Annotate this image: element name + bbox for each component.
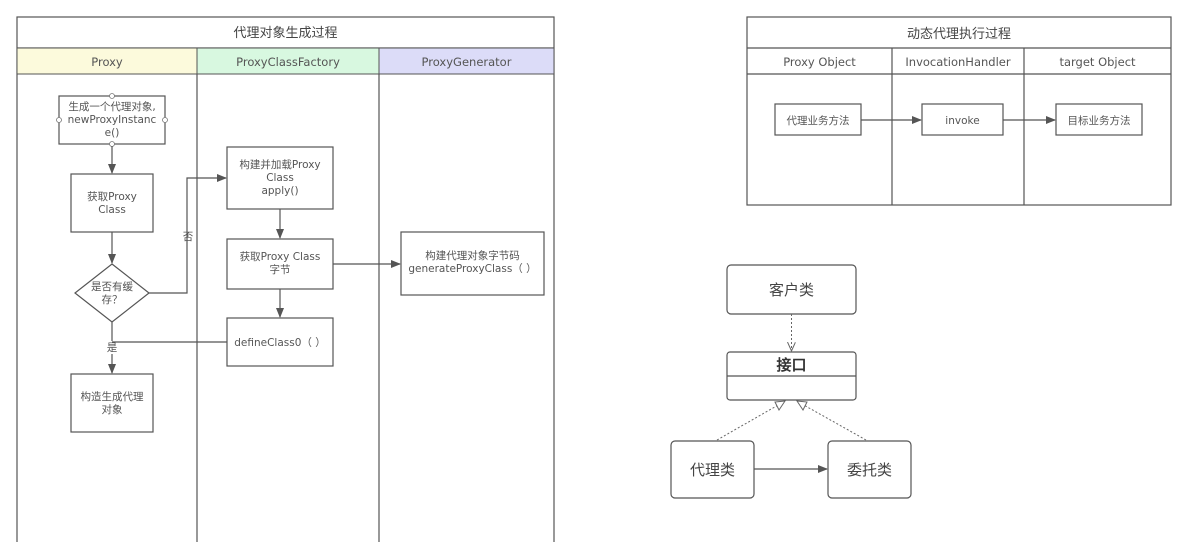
node-invoke-label: invoke — [945, 115, 979, 127]
node-gen-bytes-line1: 构建代理对象字节码 — [425, 249, 520, 262]
edge-decision-no — [149, 174, 227, 294]
node-build-load-line3: apply() — [261, 185, 298, 197]
node-build-proxy-line1: 构造生成代理 — [81, 390, 144, 403]
node-has-cache-decision — [74, 263, 150, 323]
node-new-proxy-line1: 生成一个代理对象, — [68, 100, 155, 113]
node-build-load-line2: Class — [266, 172, 294, 184]
left-frame — [16, 16, 555, 542]
node-get-proxy-class — [70, 173, 154, 233]
lane-label-proxyclassfactory: ProxyClassFactory — [236, 55, 340, 69]
right-title: 动态代理执行过程 — [907, 27, 1011, 42]
node-target-business-method — [1055, 103, 1143, 136]
column-invocation-handler: InvocationHandler — [905, 55, 1010, 69]
node-interface-label: 接口 — [776, 356, 806, 374]
node-get-class-bytes — [226, 238, 334, 290]
lane-header-proxy — [16, 47, 198, 75]
node-build-load-proxy-class — [226, 146, 334, 210]
edge-label-no: 否 — [183, 231, 194, 243]
node-get-bytes-line1: 获取Proxy Class — [240, 251, 321, 263]
edge-label-yes: 是 — [107, 342, 118, 354]
node-gen-bytes-line2: generateProxyClass（ ） — [408, 263, 536, 275]
node-has-cache-line1: 是否有缓 — [91, 280, 133, 293]
node-define-class0 — [226, 317, 334, 367]
node-build-proxy-line2: 对象 — [102, 403, 123, 416]
right-frame — [746, 16, 1172, 206]
node-generate-proxy-class — [400, 231, 545, 296]
node-has-cache-line2: 存？ — [102, 293, 123, 306]
node-get-proxy-class-line2: Class — [98, 204, 126, 216]
node-get-proxy-class-line1: 获取Proxy — [87, 191, 137, 203]
lane-label-proxy: Proxy — [91, 55, 123, 69]
lane-header-proxygenerator — [378, 47, 555, 75]
node-build-load-line1: 构建并加载Proxy — [239, 158, 320, 171]
class-structure-diagram: 客户类 接口 代理类 委托类 — [670, 264, 912, 499]
node-new-proxy-line3: e() — [105, 127, 120, 139]
node-target-business-label: 目标业务方法 — [1068, 114, 1131, 127]
node-delegate-class-label: 委托类 — [847, 461, 892, 479]
lane-label-proxygenerator: ProxyGenerator — [422, 55, 512, 69]
node-proxy-class-label: 代理类 — [690, 461, 735, 479]
column-target-object: target Object — [1059, 55, 1136, 69]
node-client-class-label: 客户类 — [769, 281, 814, 299]
node-new-proxy-line2: newProxyInstanc — [68, 114, 157, 126]
node-build-proxy-object — [70, 373, 154, 433]
proxy-generation-diagram: 代理对象生成过程 Proxy ProxyClassFactory ProxyGe… — [16, 16, 555, 542]
edge-delegate-realizes-interface — [801, 403, 867, 441]
edge-proxy-realizes-interface — [716, 403, 781, 441]
node-delegate-class — [827, 440, 912, 499]
node-get-bytes-line2: 字节 — [270, 263, 291, 276]
lane-header-proxyclassfactory — [196, 47, 380, 75]
left-title: 代理对象生成过程 — [233, 26, 337, 41]
node-proxy-business-method — [774, 103, 862, 136]
dynamic-proxy-execution-diagram: 动态代理执行过程 Proxy Object InvocationHandler … — [746, 16, 1172, 206]
node-define-class0-label: defineClass0（ ） — [234, 337, 326, 349]
node-proxy-business-label: 代理业务方法 — [787, 114, 850, 127]
node-invoke — [921, 103, 1004, 136]
column-proxy-object: Proxy Object — [783, 55, 856, 69]
